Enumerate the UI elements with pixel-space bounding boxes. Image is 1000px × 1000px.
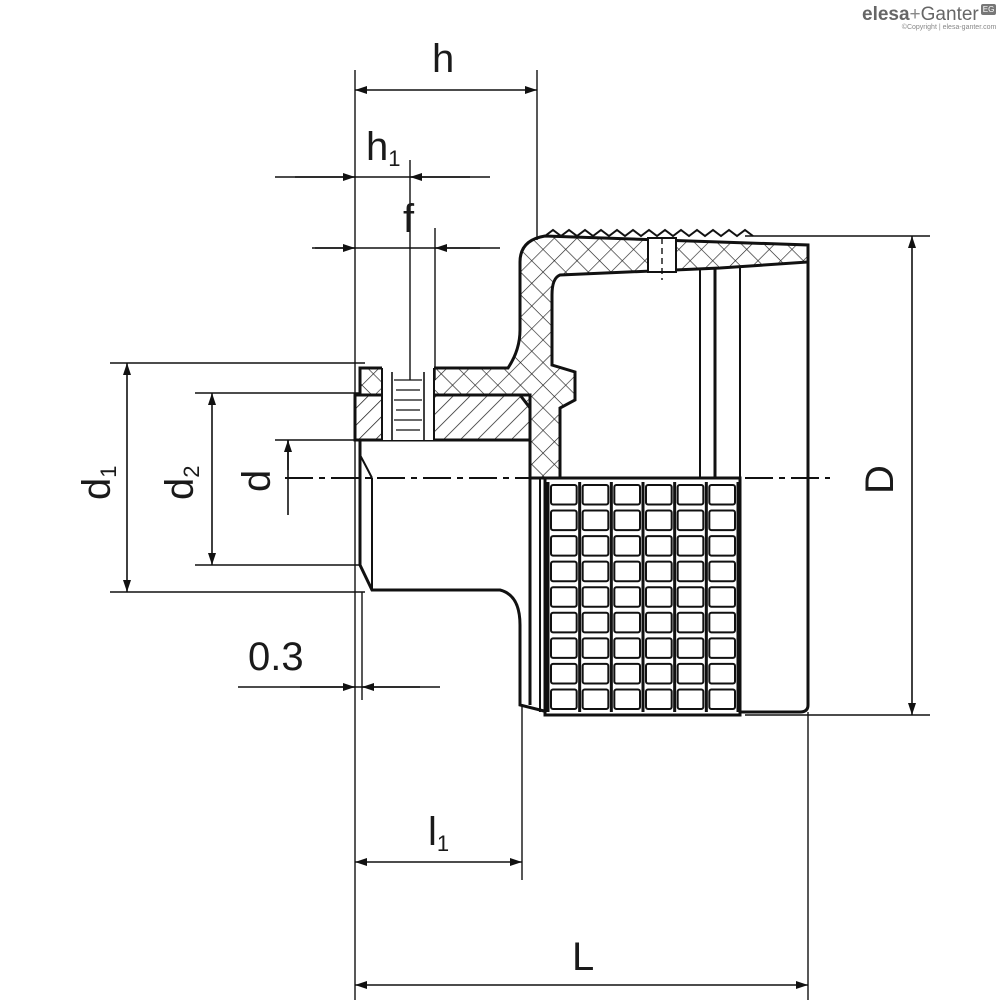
knurl-cell <box>708 509 736 532</box>
dimension-lines <box>123 86 916 989</box>
knurl-cell <box>676 509 705 532</box>
knurl-cell <box>708 637 736 659</box>
knurl-cell <box>613 611 641 634</box>
knurl-cell <box>581 688 610 711</box>
knob-body <box>353 228 810 714</box>
label-h1: h1 <box>366 125 401 171</box>
label-D: D <box>858 465 902 494</box>
knurl-cell <box>550 662 578 685</box>
knurl-cell <box>708 662 736 685</box>
knurl-cell <box>613 560 641 583</box>
knurl-cell <box>613 688 641 711</box>
extension-lines <box>110 70 930 1000</box>
knurl-cell <box>708 484 736 506</box>
label-l1: l1 <box>428 810 449 856</box>
knurl-cell <box>708 560 736 583</box>
label-d2: d2 <box>158 466 204 501</box>
knurl-cell <box>676 535 705 557</box>
knurl-cell <box>676 637 705 659</box>
knurl-cell <box>581 509 610 532</box>
knurl-cell <box>581 662 610 685</box>
knurl-cell <box>645 586 673 608</box>
knurl-cell <box>550 484 578 506</box>
knurl-cell <box>613 509 641 532</box>
label-L: L <box>572 935 594 979</box>
knurl-cell <box>645 484 673 506</box>
knurl-cell <box>676 662 705 685</box>
knurl-cell <box>645 560 673 583</box>
brand-name: elesa+Ganter <box>862 4 979 25</box>
knurl-cell <box>581 560 610 583</box>
brand-copyright: ©Copyright | elesa-ganter.com <box>901 24 997 31</box>
knurl-cell <box>708 688 736 711</box>
knurl-cell <box>613 586 641 608</box>
set-screw <box>391 372 425 440</box>
body-section-hatch <box>358 234 810 480</box>
knurl-cell <box>708 586 736 608</box>
knurl-cell <box>676 586 705 608</box>
knurl-cell <box>550 611 578 634</box>
knurl-cell <box>581 637 610 659</box>
knurl-cell <box>581 484 610 506</box>
cap-outline <box>713 262 810 714</box>
knurl-cell <box>550 637 578 659</box>
knurl-cell <box>613 535 641 557</box>
knurl-cell <box>676 484 705 506</box>
knurl-cell <box>645 535 673 557</box>
knurl-cell <box>581 611 610 634</box>
label-h: h <box>432 37 454 81</box>
brand-badge: EG <box>980 4 997 15</box>
knurl-cell <box>708 535 736 557</box>
label-f: f <box>403 197 415 241</box>
knurl-cell <box>708 611 736 634</box>
dimension-labels: h h1 f d1 d2 d D 0.3 l1 L <box>75 37 902 979</box>
knurl-cell <box>581 535 610 557</box>
label-d1: d1 <box>75 466 121 501</box>
knurl-cell <box>645 688 673 711</box>
bore-outline <box>358 440 549 714</box>
knurl-cell <box>676 688 705 711</box>
knurl-cell <box>676 560 705 583</box>
knurl-cell <box>645 662 673 685</box>
knurl-cell <box>645 509 673 532</box>
knurl-cell <box>581 586 610 608</box>
label-d: d <box>235 470 279 492</box>
knurl-cell <box>613 484 641 506</box>
knurl-cell <box>550 535 578 557</box>
knurl-cell <box>613 662 641 685</box>
knurled-grip <box>543 476 742 717</box>
knurl-cell <box>550 560 578 583</box>
knurl-cell <box>550 509 578 532</box>
knurl-cell <box>645 611 673 634</box>
knurl-cell <box>676 611 705 634</box>
knurl-cell <box>613 637 641 659</box>
knurl-cell <box>645 637 673 659</box>
knurl-cell <box>550 586 578 608</box>
serrated-edge <box>544 228 754 238</box>
knurl-cell <box>550 688 578 711</box>
label-gap: 0.3 <box>248 635 304 679</box>
